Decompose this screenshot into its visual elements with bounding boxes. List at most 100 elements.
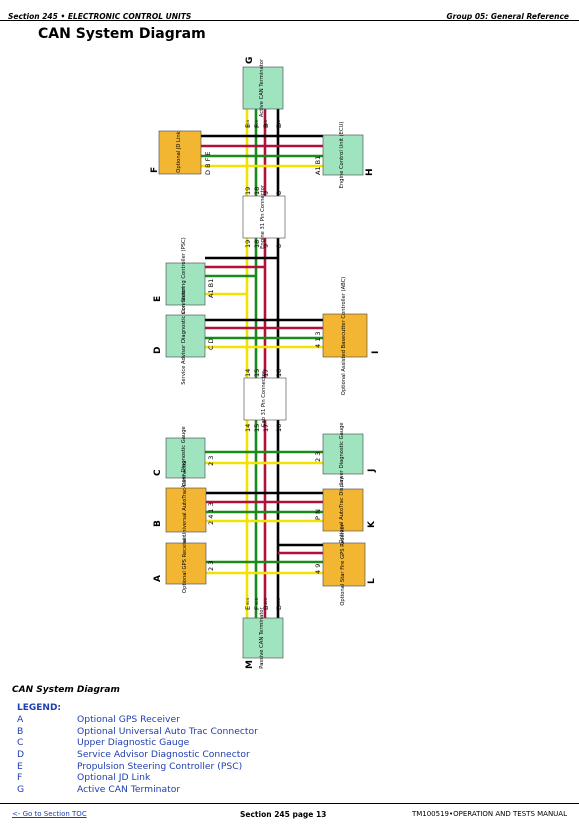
svg-text:D B F E: D B F E xyxy=(204,151,212,175)
bus-wires xyxy=(201,109,323,618)
svg-text:2 4 1 3: 2 4 1 3 xyxy=(207,502,215,525)
svg-text:905: 905 xyxy=(255,120,259,127)
svg-text:Optional AutoTrac Display: Optional AutoTrac Display xyxy=(339,477,345,544)
svg-text:15: 15 xyxy=(253,424,261,432)
svg-text:Propulsion Steering Controller: Propulsion Steering Controller (PSC) xyxy=(181,237,187,330)
svg-text:4 9: 4 9 xyxy=(314,564,322,574)
wire-number-labels: 904 905 403 905 904 905 403 905 xyxy=(246,119,281,605)
svg-text:8: 8 xyxy=(275,244,283,248)
box-C-upper-diagnostic-gauge: Upper Diagnostic Gauge xyxy=(165,426,206,490)
svg-text:Lower Diagnostic Gauge: Lower Diagnostic Gauge xyxy=(339,422,345,485)
svg-text:G: G xyxy=(245,57,255,64)
svg-text:16: 16 xyxy=(275,424,283,432)
svg-text:A1 B1: A1 B1 xyxy=(207,279,215,298)
svg-text:2 3: 2 3 xyxy=(314,452,322,462)
svg-text:9: 9 xyxy=(262,191,270,195)
svg-text:F: F xyxy=(150,167,160,173)
svg-text:Service Advisor Diagnostic Con: Service Advisor Diagnostic Connector xyxy=(181,286,187,384)
component-letters: G F H E D I C J B K A L M xyxy=(150,57,381,669)
svg-text:9: 9 xyxy=(262,244,270,248)
box-F-optional-jd-link: Optional JD Link xyxy=(158,130,202,175)
box-A-gps-receiver: Optional GPS Receiver xyxy=(165,534,207,593)
svg-text:E: E xyxy=(153,296,163,302)
svg-text:2 3: 2 3 xyxy=(207,456,215,466)
svg-text:904: 904 xyxy=(246,597,250,605)
box-L-starfire-gps-receiver: Optional Star Fire GPS Receiver xyxy=(322,523,366,606)
manual-title: TM100519•OPERATION AND TESTS MANUAL xyxy=(411,810,567,818)
svg-text:905: 905 xyxy=(277,598,281,605)
toc-link[interactable]: <- Go to Section TOC xyxy=(12,810,87,818)
page-number: Section 245 page 13 xyxy=(240,810,327,819)
svg-text:19: 19 xyxy=(244,187,252,195)
svg-text:14: 14 xyxy=(244,369,252,377)
svg-text:E: E xyxy=(244,606,252,610)
svg-text:403: 403 xyxy=(264,120,268,127)
svg-text:L: L xyxy=(367,578,377,584)
box-H-engine-control-unit: Engine Control Unit (ECU) xyxy=(322,122,364,189)
svg-text:D: D xyxy=(275,123,283,128)
svg-text:Engine Control Unit (ECU): Engine Control Unit (ECU) xyxy=(339,122,345,189)
svg-text:H: H xyxy=(365,168,375,176)
svg-text:17: 17 xyxy=(262,424,270,432)
svg-text:Optional Assisted Basecutter C: Optional Assisted Basecutter Controller … xyxy=(341,277,347,396)
box-J-lower-diagnostic-gauge: Lower Diagnostic Gauge xyxy=(322,422,364,486)
svg-text:B: B xyxy=(262,606,270,610)
svg-text:14: 14 xyxy=(244,424,252,432)
box-B-universal-autotrac-connector: Optional Universal AutoTrac Connector xyxy=(165,459,207,560)
svg-text:Optional GPS Receiver: Optional GPS Receiver xyxy=(182,534,188,593)
box-M-passive-can-terminator: Passive CAN Terminator xyxy=(242,606,284,669)
svg-text:4 1 3: 4 1 3 xyxy=(314,331,322,348)
section-title: Section 245 • ELECTRONIC CONTROL UNITS xyxy=(8,12,192,21)
svg-text:19: 19 xyxy=(244,240,252,248)
svg-text:C: C xyxy=(153,469,163,476)
svg-text:Upper Diagnostic Gauge: Upper Diagnostic Gauge xyxy=(181,426,187,489)
svg-text:15: 15 xyxy=(253,369,261,377)
svg-text:Cab 31 Pin Connector: Cab 31 Pin Connector xyxy=(261,370,267,427)
group-title: Group 05: General Reference xyxy=(446,12,569,21)
can-system-diagram: Active CAN Terminator Optional JD Link E… xyxy=(150,57,381,669)
svg-text:K: K xyxy=(367,520,377,528)
legend-title: LEGEND: xyxy=(17,703,62,713)
svg-text:F: F xyxy=(253,124,261,128)
svg-text:18: 18 xyxy=(253,187,261,195)
svg-text:904: 904 xyxy=(246,119,250,127)
box-G-active-can-terminator: Active CAN Terminator xyxy=(242,58,284,117)
box-K-autotrac-display: Optional AutoTrac Display xyxy=(322,477,364,544)
svg-text:403: 403 xyxy=(264,598,268,605)
svg-text:A: A xyxy=(153,575,163,582)
svg-text:8: 8 xyxy=(275,191,283,195)
svg-text:B: B xyxy=(262,124,270,128)
svg-text:Active CAN Terminator: Active CAN Terminator xyxy=(259,58,265,117)
box-D-service-advisor-connector: Service Advisor Diagnostic Connector xyxy=(165,286,206,385)
svg-text:18: 18 xyxy=(253,240,261,248)
box-engine-31-pin-connector: Engine 31 Pin Connector xyxy=(242,184,286,249)
pin-labels: E F B D D B F E A1 B1 19 18 9 8 19 18 9 … xyxy=(204,123,322,610)
svg-text:D: D xyxy=(153,347,163,354)
svg-text:905: 905 xyxy=(277,120,281,127)
svg-text:Optional Star Fire GPS Receive: Optional Star Fire GPS Receiver xyxy=(340,523,346,605)
svg-text:Optional JD Link: Optional JD Link xyxy=(176,131,182,172)
figure-caption: CAN System Diagram xyxy=(12,685,120,695)
box-cab-31-pin-connector: Cab 31 Pin Connector xyxy=(243,370,287,427)
svg-text:I: I xyxy=(371,351,381,354)
box-I-optional-abc: Optional Assisted Basecutter Controller … xyxy=(322,277,368,396)
svg-text:Passive CAN Terminator: Passive CAN Terminator xyxy=(259,606,265,668)
svg-text:C D: C D xyxy=(207,338,215,350)
svg-text:J: J xyxy=(367,469,377,473)
svg-text:D: D xyxy=(275,605,283,610)
box-E-propulsion-steering-controller: Propulsion Steering Controller (PSC) xyxy=(165,237,206,331)
svg-text:P N: P N xyxy=(314,509,322,520)
svg-text:A1 B1: A1 B1 xyxy=(314,156,322,175)
svg-text:Engine 31 Pin Connector: Engine 31 Pin Connector xyxy=(260,184,266,249)
svg-text:F: F xyxy=(253,606,261,610)
page-header: Section 245 • ELECTRONIC CONTROL UNITS G… xyxy=(0,0,579,21)
page-title: CAN System Diagram xyxy=(38,26,206,42)
svg-text:B: B xyxy=(153,520,163,527)
svg-text:Optional Universal AutoTrac Co: Optional Universal AutoTrac Connector xyxy=(182,459,188,560)
svg-text:17: 17 xyxy=(262,369,270,377)
svg-text:E: E xyxy=(244,124,252,128)
svg-text:905: 905 xyxy=(255,598,259,605)
svg-text:M: M xyxy=(245,660,255,669)
svg-text:16: 16 xyxy=(275,369,283,377)
svg-text:2 3: 2 3 xyxy=(207,561,215,571)
